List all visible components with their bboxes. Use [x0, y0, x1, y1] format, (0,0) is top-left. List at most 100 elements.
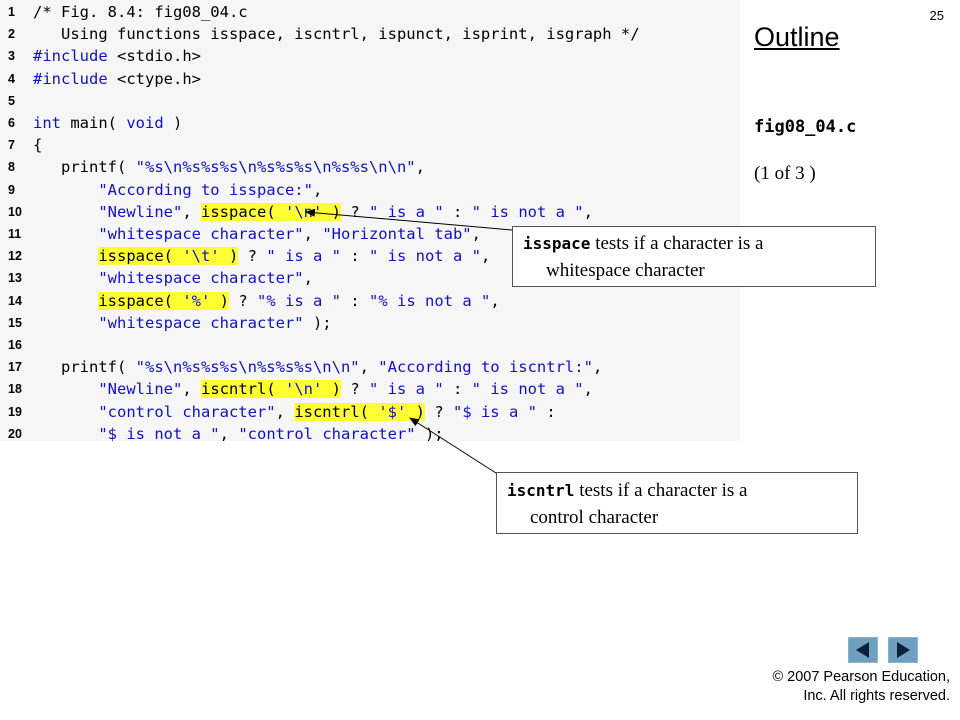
code-token: ,: [583, 380, 593, 399]
line-number: 9: [8, 182, 15, 197]
code-token: ,: [415, 158, 425, 177]
code-text: "According to isspace:",: [33, 179, 322, 201]
code-token: "%s\n%s%s%s\n%s%s%s\n%s%s\n\n": [135, 158, 416, 177]
code-token: ?: [424, 402, 453, 421]
code-token: " is not a ": [471, 380, 584, 399]
line-number: 2: [8, 27, 15, 42]
line-number: 13: [8, 271, 22, 286]
code-token: iscntrl(: [294, 402, 379, 421]
line-number: 10: [8, 204, 22, 219]
code-token: ?: [341, 202, 369, 221]
next-slide-button[interactable]: [888, 637, 918, 663]
triangle-right-icon: [897, 642, 910, 658]
code-token: ): [322, 202, 341, 221]
callout-text-isspace-2: whitespace character: [546, 260, 705, 281]
prev-slide-button[interactable]: [848, 637, 878, 663]
code-token: isspace(: [201, 202, 285, 221]
code-token: Using functions isspace, iscntrl, ispunc…: [33, 25, 640, 44]
code-token: ?: [229, 291, 257, 310]
copyright-line-2: Inc. All rights reserved.: [803, 688, 950, 704]
code-token: ): [406, 402, 425, 421]
code-token: ): [322, 380, 341, 399]
code-token: ,: [303, 225, 323, 243]
outline-title: Outline: [754, 22, 840, 52]
code-token: '\t': [182, 247, 220, 266]
code-token: "control character": [238, 424, 416, 443]
line-number: 11: [8, 227, 22, 241]
line-number: 16: [8, 338, 22, 352]
code-token: /* Fig. 8.4: fig08_04.c: [33, 3, 248, 21]
code-token: "% is not a ": [369, 291, 491, 310]
code-token: ,: [471, 225, 481, 243]
code-text: printf( "%s\n%s%s%s\n%s%s%s\n%s%s\n\n",: [33, 156, 425, 178]
code-token: "%s\n%s%s%s\n%s%s%s\n\n": [135, 358, 360, 377]
code-token: ,: [303, 269, 313, 288]
code-token: '$': [378, 402, 407, 421]
code-token: ,: [182, 380, 201, 399]
code-token: "Newline": [98, 380, 183, 399]
code-text: isspace( '\t' ) ? " is a " : " is not a …: [33, 245, 490, 267]
line-number: 14: [8, 293, 22, 308]
code-text: /* Fig. 8.4: fig08_04.c: [33, 1, 248, 23]
code-text: "whitespace character" );: [33, 312, 332, 334]
arrow-isspace: [305, 208, 513, 231]
page-indicator: (1 of 3 ): [754, 163, 816, 184]
code-token: " is a ": [369, 380, 444, 399]
code-text: printf( "%s\n%s%s%s\n%s%s%s\n\n", "Accor…: [33, 356, 602, 378]
code-token: "whitespace character": [98, 269, 304, 288]
code-text: int main( void ): [33, 112, 182, 134]
code-token: #include: [33, 47, 117, 66]
code-token: "Newline": [98, 202, 183, 221]
callout-code-isspace: isspace: [523, 234, 591, 253]
code-token: :: [443, 380, 472, 399]
code-text: "control character", iscntrl( '$' ) ? "$…: [33, 401, 556, 423]
callout-isspace: isspace tests if a character is a whites…: [512, 226, 876, 287]
code-text: "Newline", iscntrl( '\n' ) ? " is a " : …: [33, 378, 593, 400]
copyright-line-1: © 2007 Pearson Education,: [772, 669, 950, 685]
line-number: 15: [8, 315, 22, 330]
code-token: '\n': [285, 380, 323, 399]
code-token: ,: [182, 202, 201, 221]
code-token: ): [210, 291, 229, 310]
code-token: int: [33, 114, 61, 132]
line-number: 6: [8, 116, 15, 130]
code-token: ,: [583, 202, 593, 221]
arrow-iscntrl: [409, 417, 497, 474]
code-token: ,: [359, 358, 379, 377]
code-token: iscntrl(: [201, 380, 285, 399]
line-number: 17: [8, 360, 22, 375]
code-token: ?: [238, 247, 267, 266]
code-token: "% is a ": [257, 291, 341, 310]
code-text: "$ is not a ", "control character" );: [33, 423, 443, 445]
code-token: ,: [275, 402, 295, 421]
code-text: #include <stdio.h>: [33, 45, 201, 67]
code-token: "control character": [98, 402, 276, 421]
code-token: ): [219, 247, 239, 266]
code-token: <ctype.h>: [117, 69, 201, 88]
code-token: ,: [592, 358, 603, 377]
code-token: "According to iscntrl:": [378, 358, 593, 377]
file-name-label: fig08_04.c: [754, 117, 857, 137]
code-token: ,: [480, 247, 491, 266]
code-token: "whitespace character": [98, 225, 304, 243]
code-token: );: [303, 313, 332, 332]
line-number: 12: [8, 249, 22, 264]
slide-number: 25: [929, 8, 944, 23]
code-token: " is not a ": [471, 202, 584, 221]
code-token: isspace(: [98, 247, 183, 266]
line-number: 8: [8, 160, 15, 175]
code-token: ): [163, 114, 183, 132]
code-token: "According to isspace:": [98, 180, 313, 199]
code-text: isspace( '%' ) ? "% is a " : "% is not a…: [33, 290, 500, 312]
line-number: 3: [8, 49, 15, 64]
code-token: void: [126, 114, 164, 132]
code-token: :: [340, 247, 369, 266]
line-number: 4: [8, 71, 15, 86]
callout-text-isspace-1: tests if a character is a: [590, 233, 764, 254]
callout-text-iscntrl-2: control character: [530, 507, 659, 528]
code-text: "whitespace character", "Horizontal tab"…: [33, 223, 481, 245]
copyright-notice: © 2007 Pearson Education, Inc. All right…: [772, 668, 950, 706]
code-token: <stdio.h>: [117, 47, 201, 66]
callout-iscntrl: iscntrl tests if a character is a contro…: [496, 472, 858, 534]
